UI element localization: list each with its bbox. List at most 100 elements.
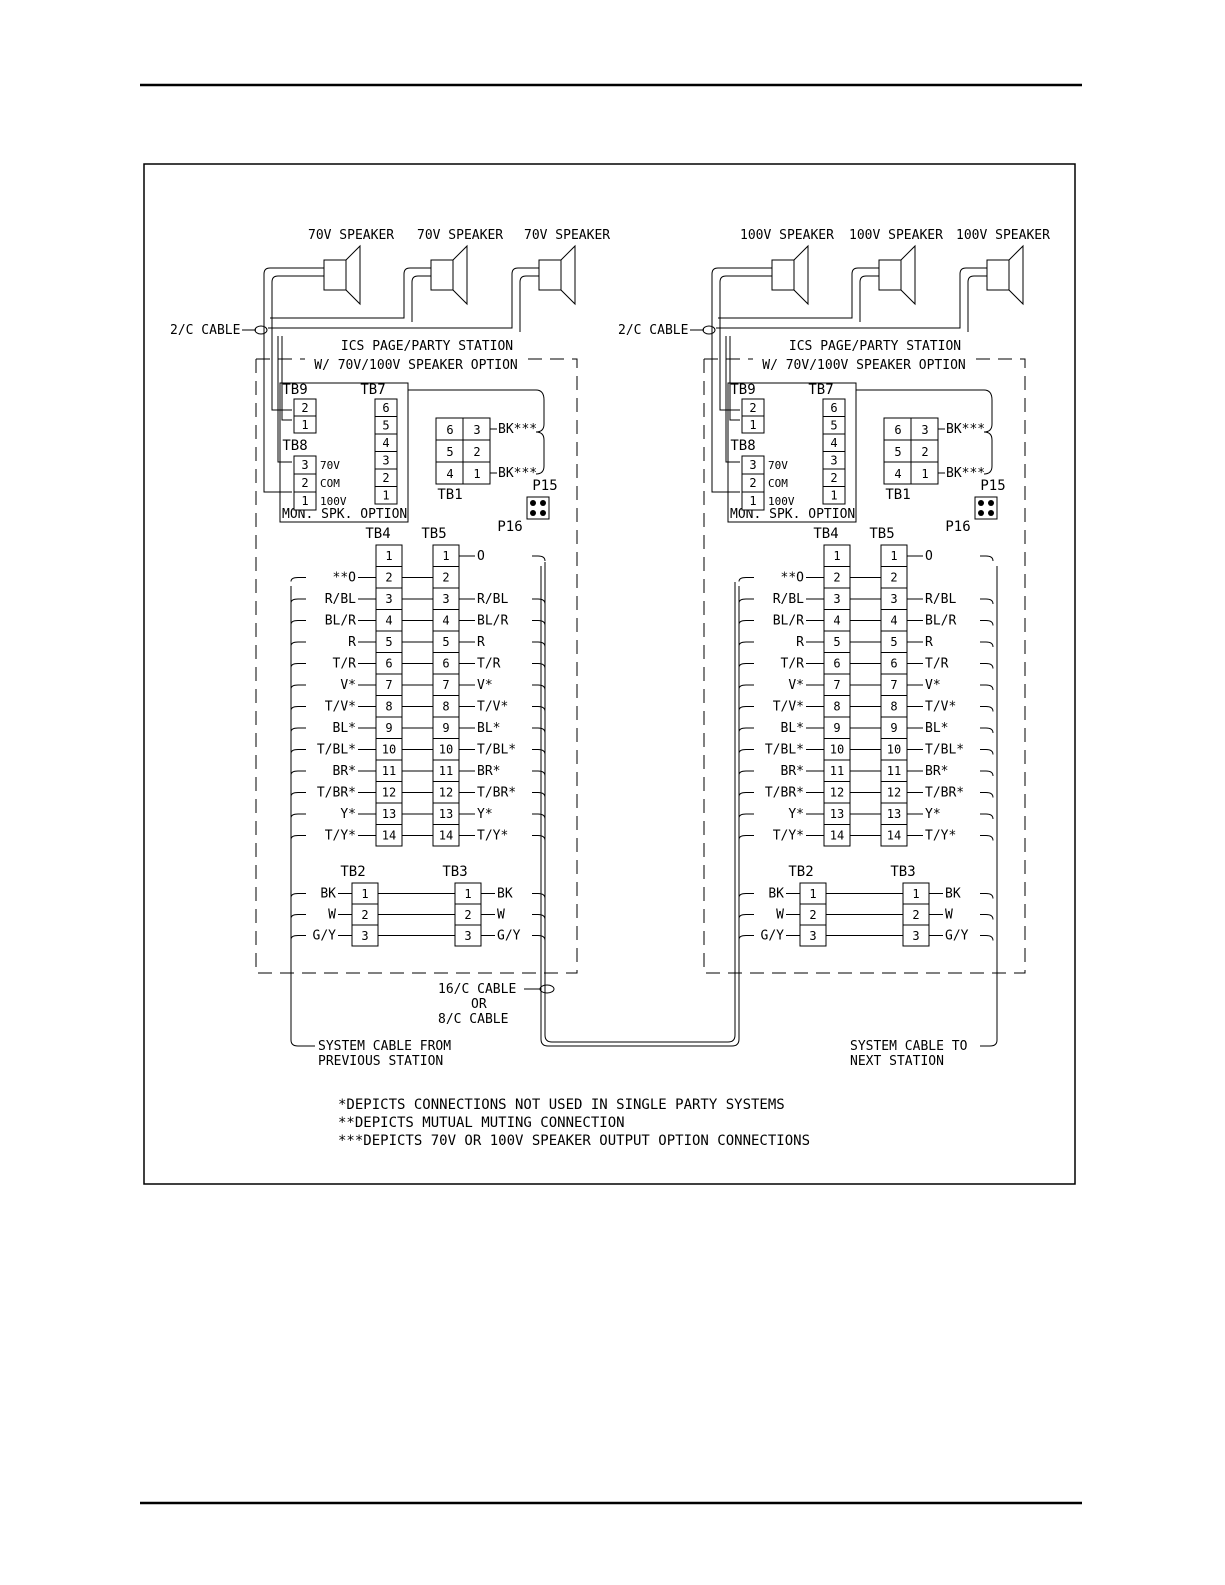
tb4-terminal-number: 6 — [385, 657, 392, 671]
tb4-wire-label: T/R — [781, 657, 805, 672]
tb4-terminal-number: 3 — [833, 592, 840, 606]
tb5-terminal-number: 5 — [442, 635, 449, 649]
tb4-terminal-number: 9 — [833, 721, 840, 735]
tb1-terminal-number: 6 — [894, 423, 901, 437]
tb3-wire-stub — [980, 893, 994, 899]
speaker-label: 70V SPEAKER — [524, 228, 610, 243]
tb7-terminal-number: 2 — [830, 471, 837, 485]
tb7-label: TB7 — [808, 382, 833, 398]
tb8-terminal-number: 1 — [749, 494, 756, 508]
tb5-wire-label: T/V* — [477, 700, 508, 715]
tb3-wire-stub — [980, 935, 994, 941]
tb5-wire-label: BL* — [925, 721, 948, 736]
p15-pin — [988, 510, 994, 516]
tb4-wire-stub — [738, 770, 754, 776]
tb4-terminal-number: 12 — [382, 786, 396, 800]
tb5-wire-stub — [532, 813, 546, 820]
tb5-wire-label: BL* — [477, 721, 500, 736]
tb1-wire-label: BK*** — [946, 422, 985, 437]
tb3-terminal-number: 1 — [912, 887, 919, 901]
speaker-label: 70V SPEAKER — [308, 228, 394, 243]
tb3-wire-stub — [532, 914, 546, 920]
tb7-terminal — [374, 486, 398, 505]
tb5-wire-stub — [532, 620, 546, 626]
tb7-terminal-number: 5 — [382, 419, 389, 433]
tb5-wire-stub — [532, 706, 546, 712]
tb4-wire-label: R/BL — [325, 592, 356, 607]
cable-16c-or: OR — [471, 997, 487, 1012]
tb5-wire-stub — [532, 598, 546, 605]
p15-pin — [540, 500, 546, 506]
tb5-terminal-number: 3 — [890, 592, 897, 606]
speaker-magnet — [878, 259, 902, 291]
speaker-cable — [281, 336, 292, 421]
tb1-terminal-number: 4 — [446, 467, 453, 481]
speaker-cable — [967, 275, 987, 332]
tb3-terminal-number: 1 — [464, 887, 471, 901]
tb2-wire-label: G/Y — [313, 929, 337, 944]
tb2-wire-stub — [290, 893, 306, 898]
tb4-terminal-number: 1 — [833, 549, 840, 563]
tb2-wire-stub — [738, 914, 754, 919]
mon-spk-option-label: MON. SPK. OPTION — [282, 507, 407, 522]
tb2-wire-stub — [738, 935, 754, 940]
tb4-wire-stub — [290, 663, 306, 668]
tb7-terminal-number: 4 — [830, 436, 837, 450]
tb2-wire-label: W — [328, 908, 336, 923]
speaker-cable — [718, 267, 879, 319]
p15-pin — [530, 510, 536, 516]
tb8-label: TB8 — [730, 438, 755, 454]
tb8-terminal-label: 100V — [768, 495, 795, 508]
tb4-terminal-number: 13 — [382, 807, 396, 821]
tb7-terminal-number: 4 — [382, 436, 389, 450]
tb3-wire-label: BK — [497, 887, 513, 902]
tb3-label: TB3 — [890, 864, 915, 880]
speaker-cable — [725, 336, 740, 463]
tb5-terminal-number: 8 — [890, 700, 897, 714]
tb5-wire-label: T/BR* — [925, 786, 964, 801]
tb3-wire-label: BK — [945, 887, 961, 902]
tb2-terminal-number: 2 — [809, 908, 816, 922]
tb5-wire-stub — [980, 641, 994, 648]
tb5-terminal-number: 1 — [442, 549, 449, 563]
system-cable-to-label-2: NEXT STATION — [850, 1054, 944, 1069]
tb5-terminal-number: 7 — [890, 678, 897, 692]
tb8-terminal-number: 3 — [749, 458, 756, 472]
tb1-terminal-number: 5 — [446, 445, 453, 459]
tb5-wire-stub — [532, 835, 546, 841]
speaker-cable — [270, 267, 431, 319]
tb7-terminal-number: 5 — [830, 419, 837, 433]
tb3-wire-label: G/Y — [497, 929, 521, 944]
tb3-wire-stub — [532, 935, 546, 941]
tb5-terminal-number: 14 — [439, 829, 453, 843]
speaker-icon — [345, 244, 361, 306]
tb4-wire-label: T/R — [333, 657, 357, 672]
speaker-cable — [711, 267, 772, 493]
tb3-wire-label: W — [497, 908, 505, 923]
tb5-wire-label: T/R — [925, 657, 949, 672]
tb5-wire-stub — [532, 727, 546, 734]
tb3-wire-label: G/Y — [945, 929, 969, 944]
tb7-label: TB7 — [360, 382, 385, 398]
tb1-terminal-number: 3 — [473, 423, 480, 437]
tb5-wire-label: V* — [477, 678, 493, 693]
tb4-label: TB4 — [813, 526, 838, 542]
mon-spk-option-label: MON. SPK. OPTION — [730, 507, 855, 522]
tb4-wire-label: R — [348, 635, 356, 650]
tb4-wire-label: T/Y* — [325, 829, 356, 844]
tb4-wire-label: Y* — [788, 807, 804, 822]
tb2-terminal-number: 3 — [809, 929, 816, 943]
tb5-wire-stub — [532, 555, 546, 562]
tb7-terminal-number: 3 — [830, 454, 837, 468]
tb5-terminal-number: 2 — [442, 571, 449, 585]
tb4-terminal-number: 1 — [385, 549, 392, 563]
tb4-terminal-number: 14 — [382, 829, 396, 843]
tb7-terminal-number: 1 — [830, 489, 837, 503]
tb5-wire-stub — [980, 620, 994, 626]
tb4-terminal-number: 5 — [385, 635, 392, 649]
p15-pin — [540, 510, 546, 516]
speaker-label: 70V SPEAKER — [417, 228, 503, 243]
p15-label: P15 — [532, 478, 557, 494]
tb5-terminal-number: 9 — [890, 721, 897, 735]
